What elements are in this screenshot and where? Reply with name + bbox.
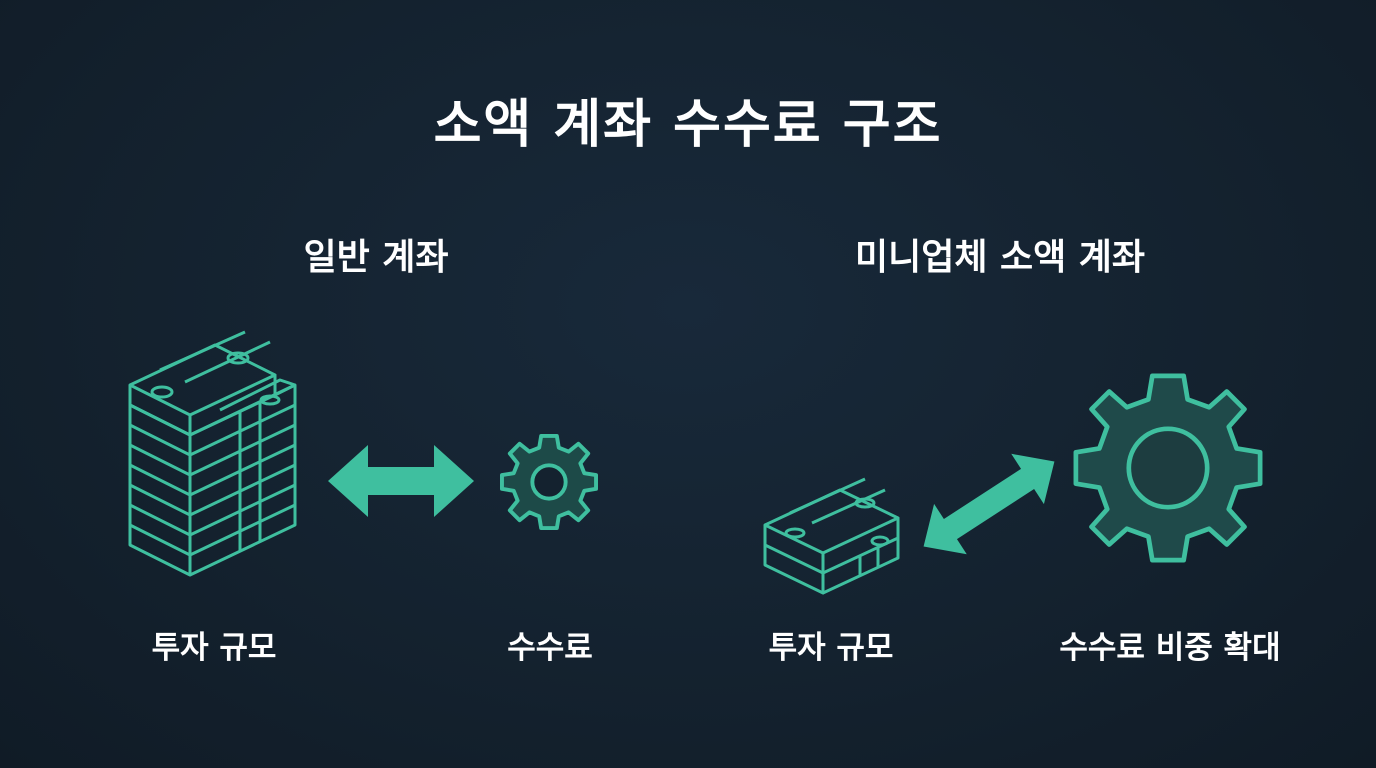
section-title-general-account: 일반 계좌 <box>303 237 449 278</box>
page-title: 소액 계좌 수수료 구조 <box>433 95 943 155</box>
label-investment-scale-left: 투자 규모 <box>151 630 277 666</box>
label-fee-increase-right: 수수료 비중 확대 <box>1059 630 1281 666</box>
label-fee-left: 수수료 <box>507 630 593 666</box>
money-stack-large-icon <box>128 330 297 577</box>
money-stack-small-icon <box>763 477 900 595</box>
gear-small-icon <box>500 433 598 530</box>
label-investment-scale-right: 투자 규모 <box>768 630 894 666</box>
section-title-mini-account: 미니업체 소액 계좌 <box>854 237 1146 278</box>
double-arrow-horizontal-icon <box>328 445 474 517</box>
double-arrow-diagonal-icon <box>923 453 1055 555</box>
gear-large-icon <box>1073 373 1263 563</box>
